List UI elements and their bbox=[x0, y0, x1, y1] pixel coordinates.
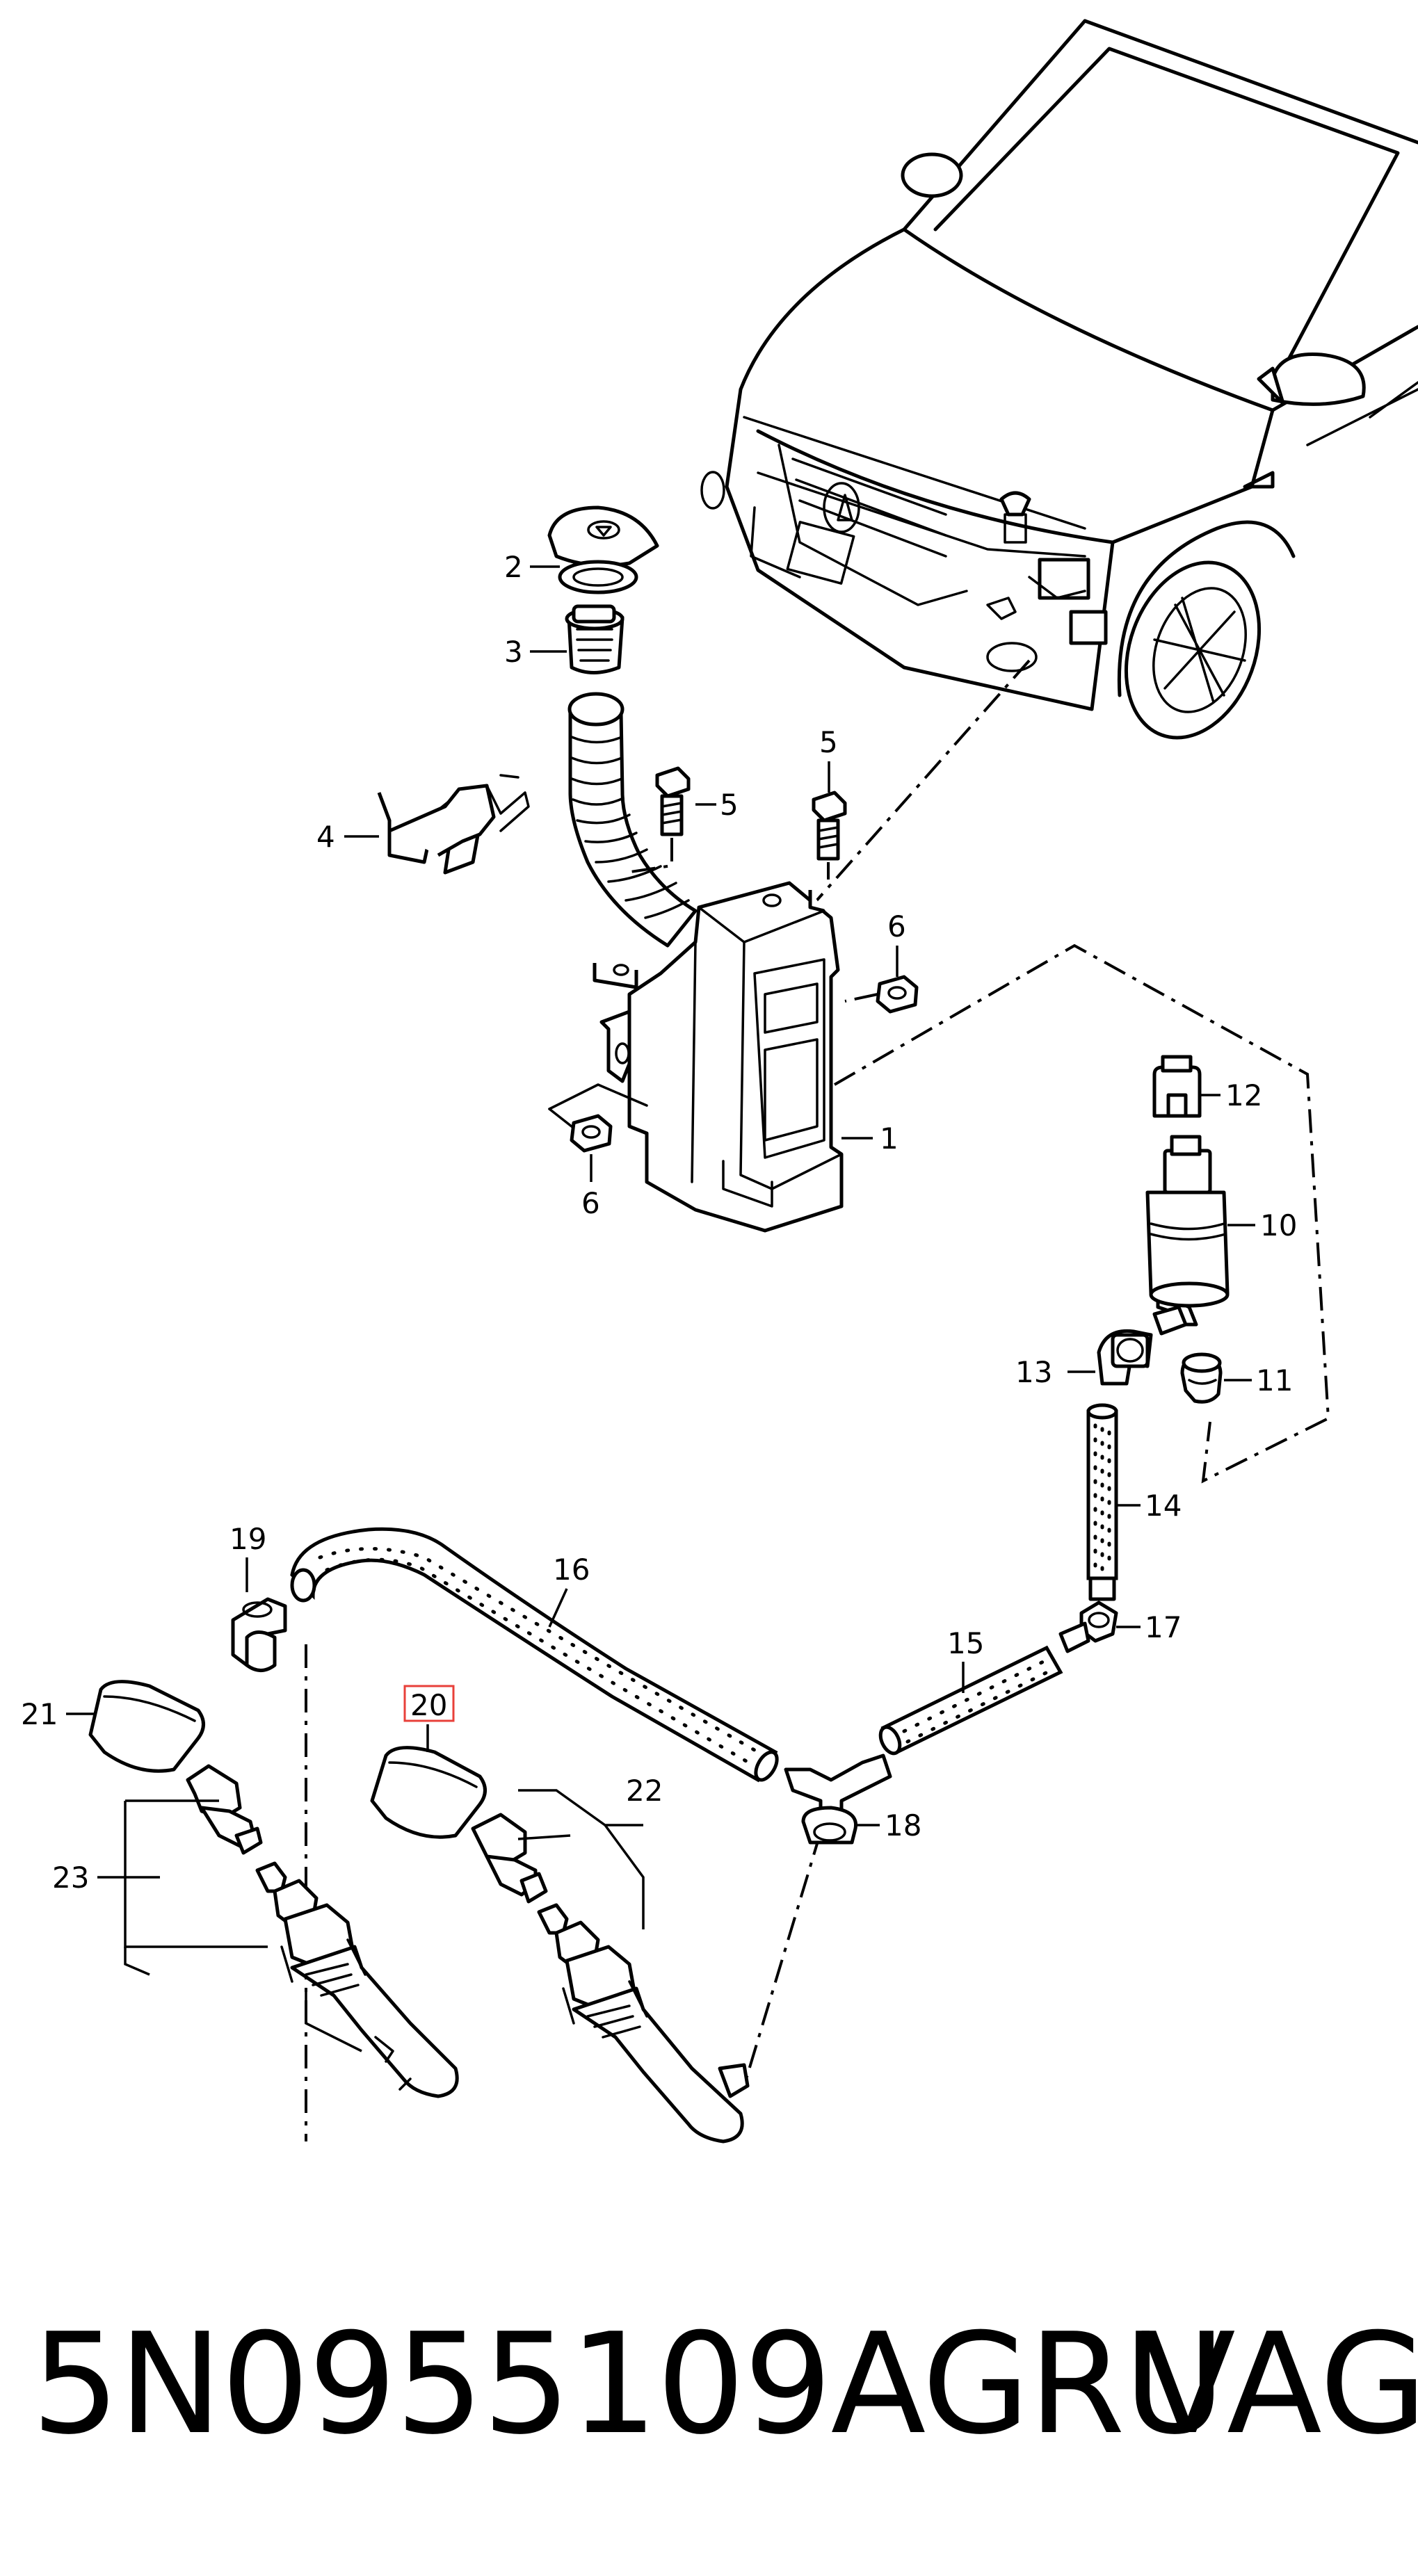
part-16-hose bbox=[290, 1527, 779, 1783]
part-6-nut-b bbox=[570, 1114, 613, 1153]
part-2-filler-cap bbox=[547, 505, 659, 594]
part-6-nut-a bbox=[844, 975, 919, 1014]
callout-4: 4 bbox=[316, 820, 335, 854]
part-4-bracket bbox=[377, 774, 530, 875]
callout-12: 12 bbox=[1225, 1078, 1262, 1112]
part-5-bolt-b bbox=[812, 791, 847, 880]
callout-6b: 6 bbox=[581, 1186, 600, 1220]
callout-11: 11 bbox=[1256, 1363, 1293, 1398]
part-19-elbow bbox=[231, 1597, 287, 1672]
callout-10: 10 bbox=[1260, 1208, 1297, 1242]
part-15-hose bbox=[878, 1645, 1063, 1756]
callout-14: 14 bbox=[1145, 1489, 1182, 1523]
callout-16: 16 bbox=[553, 1553, 590, 1587]
callout-1: 1 bbox=[880, 1121, 899, 1156]
part-20-nozzle-cover bbox=[370, 1746, 487, 1839]
part-5-bolt-a bbox=[625, 766, 691, 874]
callout-20: 20 bbox=[410, 1688, 447, 1722]
label-leaders bbox=[66, 565, 1255, 2052]
right-washer-nozzle-assembly bbox=[471, 1813, 750, 2144]
callout-3: 3 bbox=[504, 635, 523, 669]
callout-20-highlight-box bbox=[403, 1685, 455, 1722]
part-number: 5N0955109AGRU bbox=[31, 2303, 1225, 2465]
callout-19: 19 bbox=[229, 1522, 266, 1556]
callout-23: 23 bbox=[52, 1861, 89, 1895]
part-14-hose bbox=[1086, 1403, 1118, 1601]
callout-labels: 2 3 4 5 5 6 6 1 12 10 11 13 14 15 17 18 … bbox=[21, 550, 1297, 1895]
callout-6a: 6 bbox=[887, 909, 906, 943]
part-10-washer-pump bbox=[1145, 1135, 1230, 1336]
callout-15: 15 bbox=[947, 1626, 984, 1660]
callout-17: 17 bbox=[1145, 1610, 1182, 1644]
vehicle-front-illustration bbox=[700, 19, 1418, 740]
callout-21: 21 bbox=[21, 1697, 58, 1731]
assembly-leader-lines bbox=[305, 659, 1330, 2141]
part-18-t-piece bbox=[784, 1753, 892, 1845]
part-12-connector bbox=[1152, 1055, 1202, 1118]
callout-5a: 5 bbox=[720, 788, 739, 822]
brand-name: VAG bbox=[1141, 2303, 1418, 2465]
callout-2: 2 bbox=[504, 550, 523, 584]
callout-22: 22 bbox=[626, 1774, 663, 1808]
part-3-filler-strainer bbox=[565, 604, 625, 674]
callout-5b: 5 bbox=[819, 725, 838, 759]
part-11-grommet bbox=[1180, 1352, 1223, 1404]
callout-13: 13 bbox=[1015, 1355, 1052, 1389]
callout-18: 18 bbox=[885, 1808, 921, 1842]
part-13-elbow-connector bbox=[1097, 1329, 1153, 1386]
part-1-washer-reservoir bbox=[548, 692, 844, 1233]
left-washer-nozzle-assembly bbox=[186, 1764, 459, 2098]
part-17-connector bbox=[1058, 1601, 1118, 1653]
part-21-nozzle-cover bbox=[88, 1680, 205, 1773]
